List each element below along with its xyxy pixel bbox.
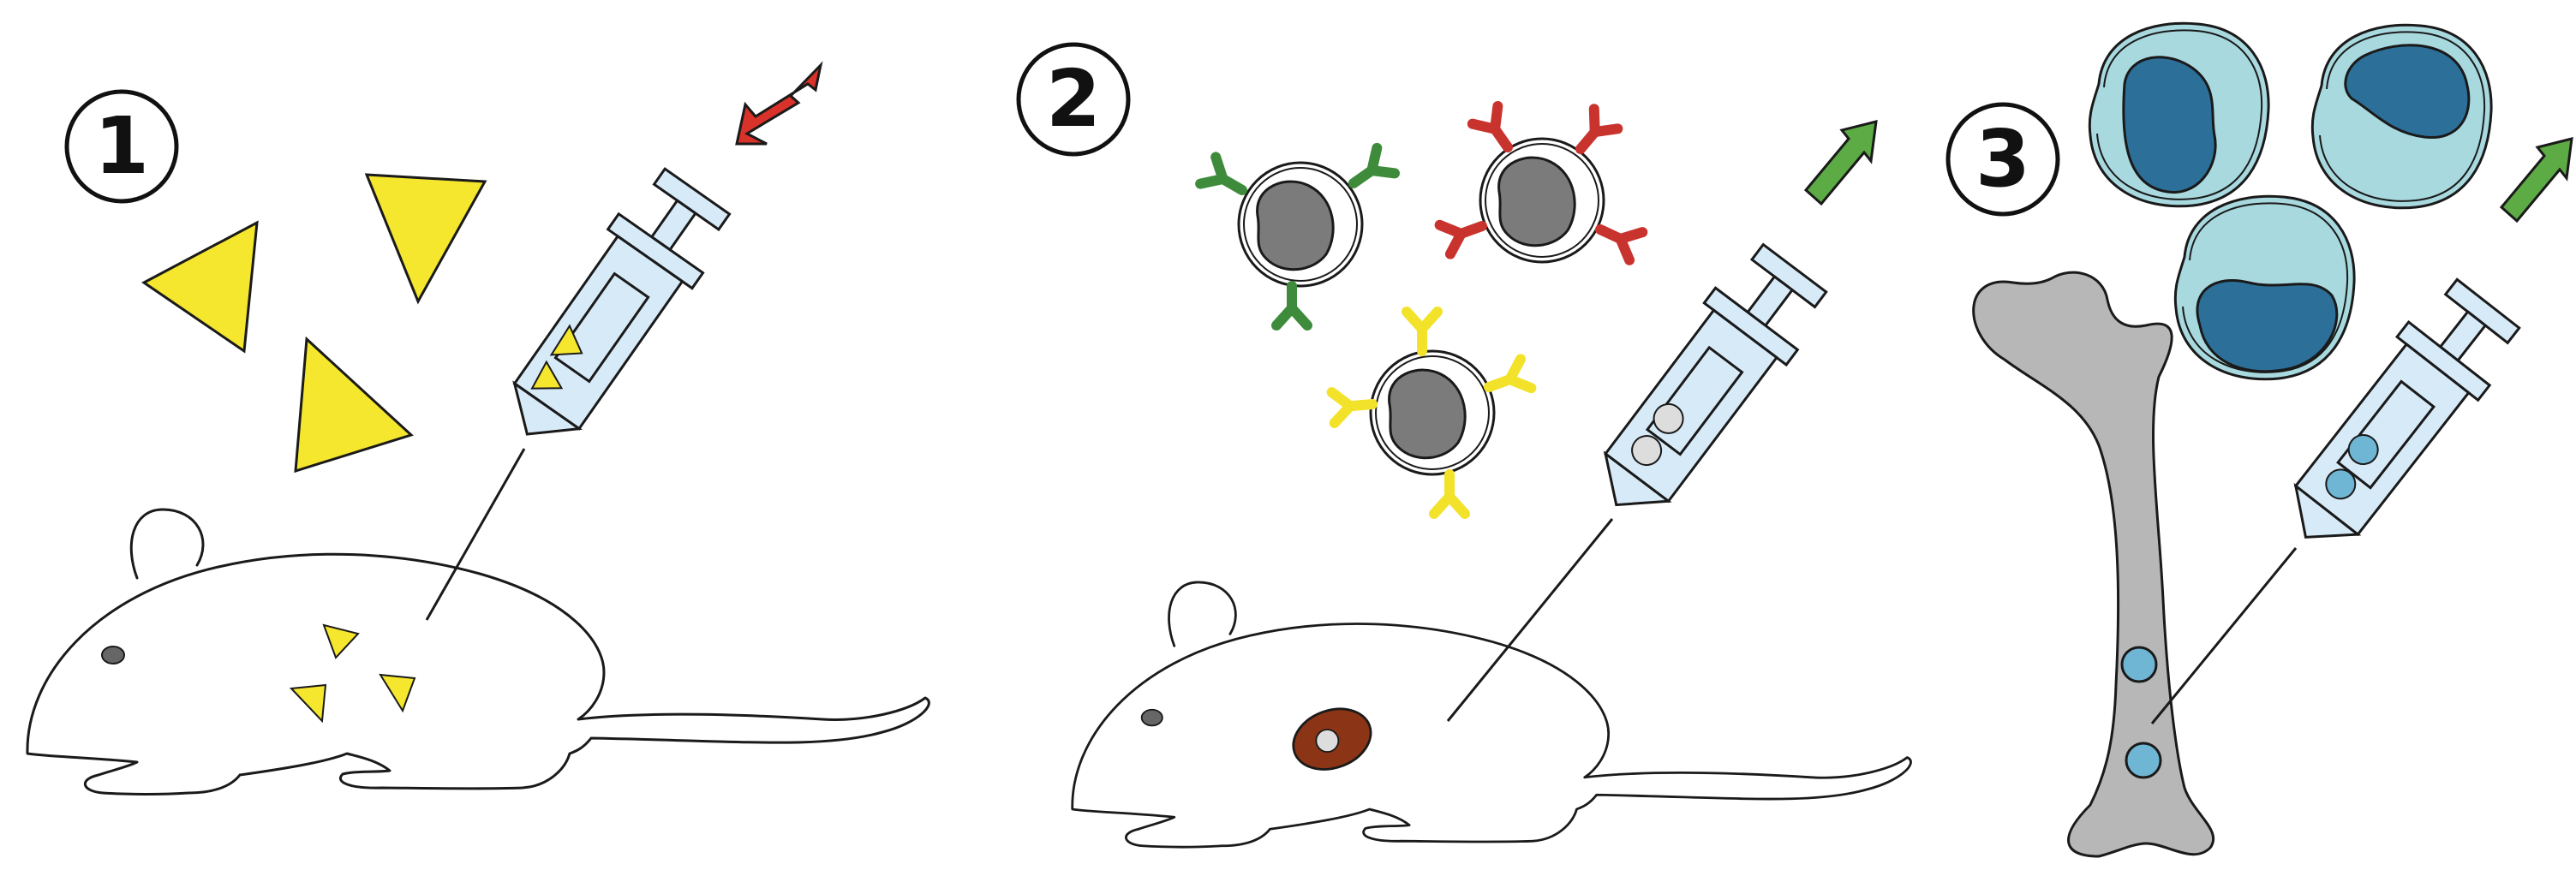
step-2-label: 2	[1046, 53, 1101, 145]
step-1-badge: 1	[67, 92, 176, 201]
t-cell-red	[1440, 106, 1643, 262]
t-cell-green	[1200, 148, 1395, 325]
mouse-1	[27, 510, 929, 795]
antigen-triangle-icon	[144, 223, 257, 351]
stem-cell-icon	[2122, 647, 2156, 682]
bone-icon	[1974, 272, 2214, 856]
step-1-label: 1	[94, 100, 149, 192]
step-2-badge: 2	[1019, 45, 1128, 154]
stem-cell-icon	[2312, 25, 2491, 208]
t-cell-yellow	[1332, 312, 1532, 514]
antigen-group	[144, 175, 485, 471]
syringe-1	[427, 65, 821, 620]
syringe-icon	[1575, 237, 1836, 536]
mouse-2	[1073, 582, 1911, 847]
mouse-eye-icon	[102, 647, 124, 664]
antigen-triangle-icon	[367, 175, 485, 301]
syringe-icon	[485, 162, 739, 463]
arrow-extract-icon	[1806, 122, 1876, 204]
stem-cell-icon	[2126, 743, 2161, 778]
arrow-extract-icon	[2501, 139, 2572, 221]
stem-cell-icon	[2175, 196, 2354, 379]
step-3-label: 3	[1975, 113, 2030, 205]
antigen-triangle-icon	[296, 339, 411, 471]
needle	[2152, 548, 2296, 724]
mouse-eye-icon	[1142, 710, 1162, 726]
arrow-inject-icon	[737, 65, 821, 144]
step-3-badge: 3	[1948, 104, 2058, 214]
stem-cell-icon	[2089, 23, 2268, 206]
